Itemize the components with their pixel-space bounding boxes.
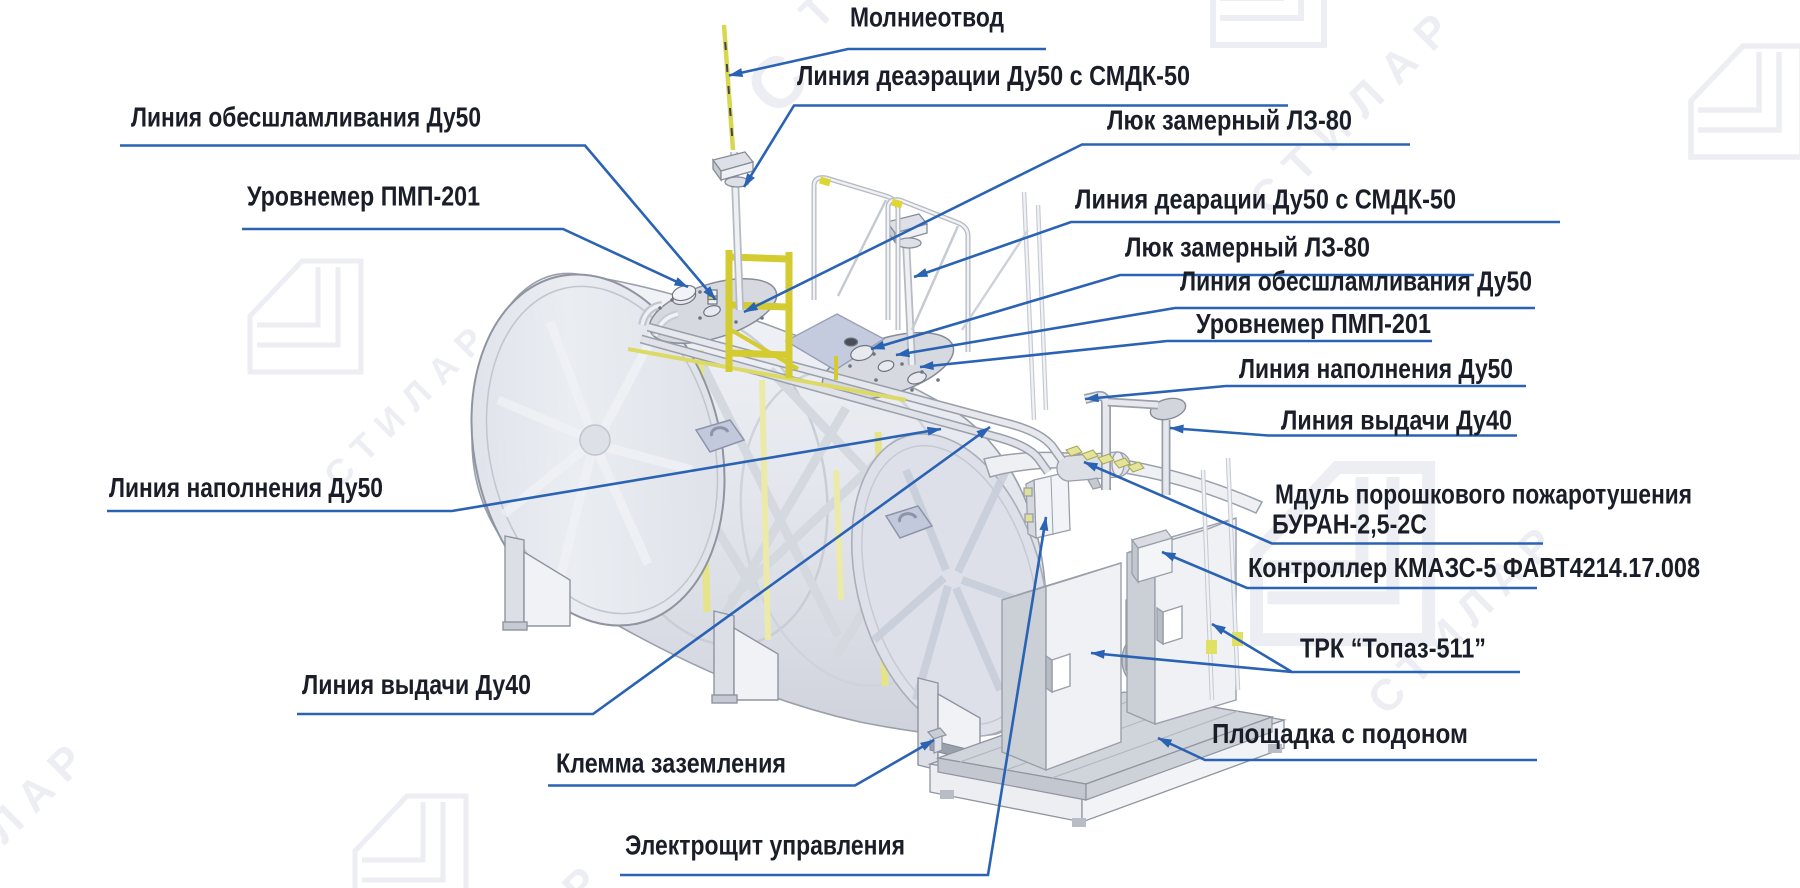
svg-text:Уровнемер ПМП-201: Уровнемер ПМП-201 xyxy=(247,181,480,212)
svg-text:Мдуль порошкового пожаротушени: Мдуль порошкового пожаротушения xyxy=(1275,478,1692,509)
svg-text:Линия выдачи Ду40: Линия выдачи Ду40 xyxy=(1281,405,1512,436)
svg-text:Люк замерный ЛЗ-80: Люк замерный ЛЗ-80 xyxy=(1107,105,1352,136)
svg-text:Люк замерный ЛЗ-80: Люк замерный ЛЗ-80 xyxy=(1125,232,1370,263)
svg-text:Линия деаэрации Ду50 с СМДК-50: Линия деаэрации Ду50 с СМДК-50 xyxy=(797,60,1190,91)
svg-text:Линия наполнения Ду50: Линия наполнения Ду50 xyxy=(1239,353,1513,384)
svg-text:ТРК “Топаз-511”: ТРК “Топаз-511” xyxy=(1300,633,1486,664)
svg-text:СТИЛАР: СТИЛАР xyxy=(0,727,102,888)
svg-text:Электрощит управления: Электрощит управления xyxy=(625,830,905,861)
svg-text:Линия деарации Ду50 с СМДК-50: Линия деарации Ду50 с СМДК-50 xyxy=(1075,184,1456,215)
svg-text:Линия наполнения Ду50: Линия наполнения Ду50 xyxy=(109,472,383,503)
svg-text:Площадка с подоном: Площадка с подоном xyxy=(1212,718,1468,749)
svg-text:Контроллер КМАЗС-5 ФАВТ4214.17: Контроллер КМАЗС-5 ФАВТ4214.17.008 xyxy=(1248,552,1700,583)
svg-text:Уровнемер ПМП-201: Уровнемер ПМП-201 xyxy=(1196,308,1431,339)
svg-text:Клемма заземления: Клемма заземления xyxy=(556,748,786,779)
svg-text:Линия выдачи Ду40: Линия выдачи Ду40 xyxy=(302,669,531,700)
svg-text:БУРАН-2,5-2С: БУРАН-2,5-2С xyxy=(1272,509,1427,540)
svg-text:Т: Т xyxy=(790,0,844,38)
svg-text:Молниеотвод: Молниеотвод xyxy=(850,2,1004,33)
svg-text:Линия обесшламливания Ду50: Линия обесшламливания Ду50 xyxy=(131,102,481,133)
svg-text:Линия обесшламливания Ду50: Линия обесшламливания Ду50 xyxy=(1180,266,1532,297)
